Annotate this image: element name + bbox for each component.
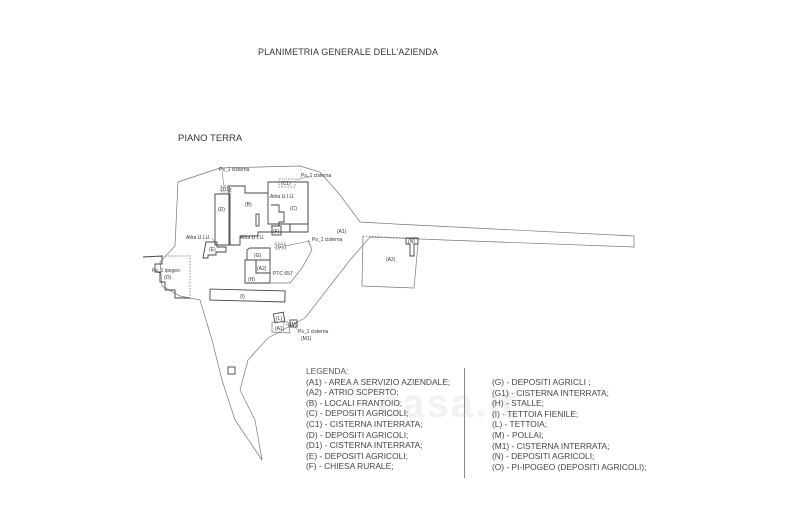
legend-item: (N) - DEPOSITI AGRICOLI; [492,451,595,462]
label-i: (I) [240,294,245,300]
legend-item: (M) - POLLAI; [492,429,544,440]
label-b: (B) [245,202,252,208]
legend-col2: (G) - DEPOSITI AGRICLI ; (G1) - CISTERNA… [492,377,647,472]
label-a1-small: (A1) [275,326,285,332]
legend-item: (F) - CHIESA RURALE; [306,461,394,472]
building-o [142,255,190,299]
site-boundary [159,165,635,461]
label-g1: (G1) [276,244,286,250]
label-e: (E) [209,247,216,253]
label-l: (L) [276,316,282,322]
legend-item: (C) - DEPOSITI AGRICOLI; [306,408,409,419]
area-a2-dashed [362,235,407,239]
label-a2-small: (A2) [257,266,267,272]
label-a2: (A2) [386,257,396,263]
label-n: (N) [408,239,415,245]
legend-item: (I) - TETTOIA FIENILE; [492,408,579,419]
label-o: (O) [164,275,172,281]
label-ps1-cisterna-c1: Ps_1 cisterna [301,173,332,179]
legend-item: (E) - DEPOSITI AGRICOLI; [306,450,408,461]
building-c-outline [267,182,309,233]
label-c: (C) [290,206,297,212]
legend-item: (B) - LOCALI FRANTOIO; [306,397,403,408]
label-d1: (D1) [221,187,231,193]
legend-col1: LEGENDA: (A1) - AREA A SERVIZIO AZIENDAL… [306,366,450,472]
plan-title: PLANIMETRIA GENERALE DELL'AZIENDA [258,47,439,57]
area-a1-small [271,321,291,334]
label-m: (M) [290,322,298,328]
cisterna-d1 [220,185,232,193]
label-ps1-cisterna-m1: Ps_1 cisterna [298,329,329,335]
legend-divider [464,368,465,478]
label-ps1-cisterna-top: Ps_1 cisterna [219,167,250,173]
legend-item: (A2) - ATRIO SCPERTO; [306,387,399,398]
ipogeo-o-dashed [162,255,191,298]
label-ps1-cisterna-g1: Ps_1 cisterna [312,237,343,243]
legend-item: (M1) - CISTERNA INTERRATA; [492,440,610,451]
legend-item: (G) - DEPOSITI AGRICLI ; [492,377,591,387]
building-m [289,319,298,328]
floor-label: PIANO TERRA [178,133,243,144]
label-altra-uiu-3: Altra U.I.U. [240,235,264,241]
building-g [246,247,271,261]
legend-item: (D) - DEPOSITI AGRICOLI; [306,429,409,440]
legend-item: (D1) - CISTERNA INTERRATA; [306,440,423,451]
label-h: (H) [248,277,255,283]
building-h [244,259,271,284]
legend-item: (C1) - CISTERNA INTERRATA; [306,418,423,429]
ptc-boundary [270,239,313,284]
building-n [405,237,419,257]
building-f [271,225,282,236]
label-g: (G) [254,253,262,259]
legend-item: (A1) - AREA A SERVIZIO AZIENDALE; [306,376,451,387]
label-altra-uiu-1: Altra U.I.U. [270,194,294,200]
legend-heading: LEGENDA: [306,366,349,376]
building-small [227,366,236,375]
building-c-inner [271,204,285,227]
label-altra-uiu-2: Altra U.I.U. [186,235,210,241]
building-d [214,193,231,246]
label-a1: (A1) [337,229,347,235]
label-d: (D) [218,207,225,213]
post [255,213,260,227]
label-m1: (M1) [301,336,312,342]
legend-item: (L) - TETTOIA; [492,419,548,430]
building-e [202,241,227,259]
watermark: casa.it [378,382,517,426]
label-ptc: PTC 657 [273,271,293,277]
label-ps1-ipogeo: Ps_1 ipogeo [152,268,180,274]
building-i [209,288,286,303]
label-f: (F) [273,229,280,235]
cisterna-m1 [282,323,295,327]
legend-item: (O) - PI-IPOGEO (DEPOSITI AGRICOLI); [492,461,647,472]
legend-item: (H) - STALLE; [492,398,544,409]
area-a2 [361,235,419,289]
label-c1: (C1) [281,181,291,187]
legend-item: (G1) - CISTERNA INTERRATA; [492,387,609,398]
